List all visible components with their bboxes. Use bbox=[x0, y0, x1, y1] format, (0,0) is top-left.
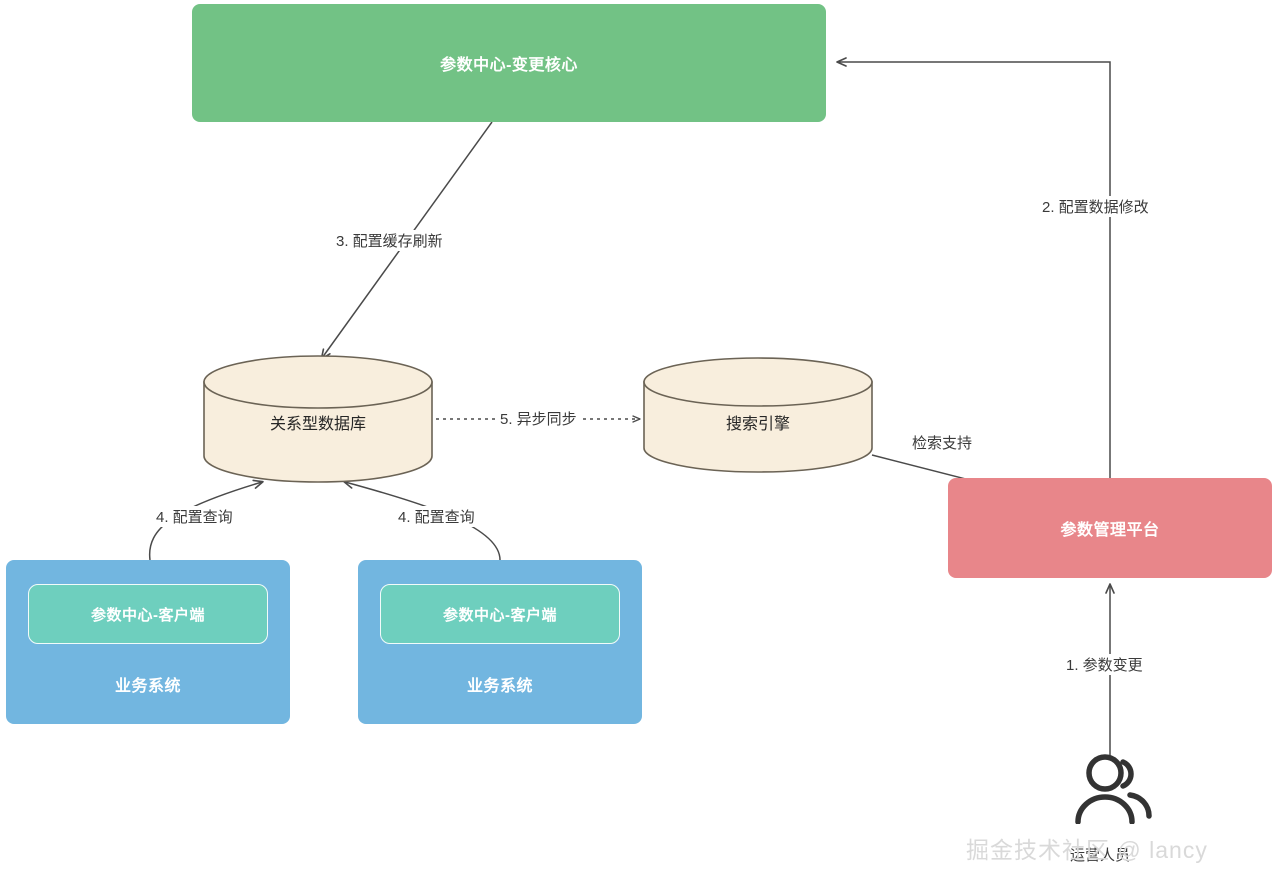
edge-label-retrieval-support: 检索支持 bbox=[908, 432, 977, 453]
users-icon bbox=[1075, 754, 1152, 824]
watermark: 掘金技术社区 @ lancy bbox=[966, 837, 1208, 863]
node-business-system-1[interactable]: 参数中心-客户端 业务系统 bbox=[6, 560, 290, 724]
edge-label-param-change: 1. 参数变更 bbox=[1062, 654, 1147, 675]
node-business-system-2[interactable]: 参数中心-客户端 业务系统 bbox=[358, 560, 642, 724]
node-relational-db-label: 关系型数据库 bbox=[269, 416, 366, 433]
node-search-engine-label: 搜索引擎 bbox=[725, 416, 790, 433]
node-client-1[interactable]: 参数中心-客户端 bbox=[28, 584, 268, 644]
actor-operator-label: 运营人员 bbox=[1070, 847, 1131, 864]
edge-label-config-data-modify: 2. 配置数据修改 bbox=[1038, 196, 1153, 217]
edge-label-config-cache-refresh: 3. 配置缓存刷新 bbox=[332, 230, 447, 251]
cylinder-search-engine bbox=[643, 357, 873, 473]
edge-config-data-modify bbox=[836, 57, 1111, 478]
node-param-platform-label: 参数管理平台 bbox=[1060, 522, 1160, 539]
cylinder-relational-db bbox=[203, 355, 433, 483]
node-business-system-2-label: 业务系统 bbox=[466, 678, 533, 695]
edge-label-config-query-2: 4. 配置查询 bbox=[394, 506, 479, 527]
node-client-2[interactable]: 参数中心-客户端 bbox=[380, 584, 620, 644]
node-business-system-1-label: 业务系统 bbox=[114, 678, 181, 695]
node-client-1-label: 参数中心-客户端 bbox=[91, 606, 205, 624]
edge-label-async-sync: 5. 异步同步 bbox=[496, 408, 581, 429]
node-change-core-label: 参数中心-变更核心 bbox=[440, 57, 578, 74]
edge-label-config-query-1: 4. 配置查询 bbox=[152, 506, 237, 527]
node-change-core[interactable]: 参数中心-变更核心 bbox=[192, 4, 826, 122]
node-client-2-label: 参数中心-客户端 bbox=[443, 606, 557, 624]
node-param-platform[interactable]: 参数管理平台 bbox=[948, 478, 1272, 578]
